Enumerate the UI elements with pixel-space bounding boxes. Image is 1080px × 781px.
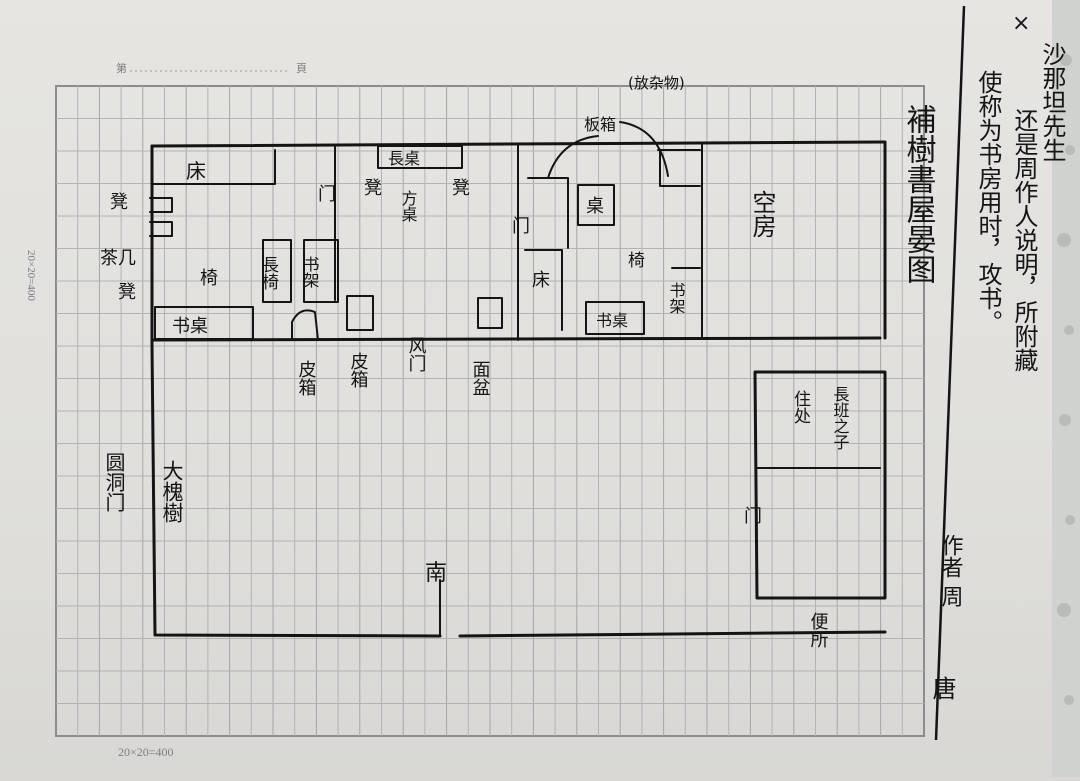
stool-right-label: 凳	[452, 178, 470, 199]
side-format-label: 20×20=400	[25, 250, 37, 301]
plan-title: 補樹書屋晏图	[901, 104, 937, 284]
chair-left-label: 椅	[200, 268, 218, 289]
trunk-label: 皮箱	[296, 360, 317, 396]
signature: 唐	[928, 676, 956, 700]
stool-mid-label: 凳	[364, 178, 382, 199]
door-c-label: 门	[744, 506, 762, 527]
residence-label: 住处	[790, 390, 811, 424]
edge-pattern	[1057, 54, 1075, 705]
wind-door-label: 风门	[406, 336, 427, 373]
desk-square-label: 桌	[586, 196, 604, 217]
door-b-label: 门	[512, 216, 530, 237]
stool-lower-label: 凳	[118, 282, 136, 303]
empty-room-label: 空房	[748, 190, 776, 238]
cross-mark: ×	[1012, 11, 1030, 36]
page-prefix-label: 第	[116, 61, 127, 75]
desk-right-label: 书桌	[596, 311, 628, 330]
note-column-4: 作者 周	[938, 534, 964, 607]
manuscript-grid	[55, 85, 925, 737]
tree-label: 大槐樹	[160, 460, 184, 523]
margin-rule	[934, 5, 966, 741]
page-suffix-label: 頁	[296, 63, 307, 75]
toilet-label: 便所	[808, 612, 829, 648]
leather-box-label: 皮箱	[348, 352, 369, 388]
south-marker-label: 南	[425, 561, 447, 586]
note-column-3: 使称为书房用时，攻书。	[974, 70, 1002, 334]
long-bench-label: 長椅	[258, 256, 279, 290]
long-class-label: 長班之子	[831, 386, 850, 450]
moon-gate-label: 圆洞门	[102, 452, 126, 512]
tea-table-label: 茶几	[100, 248, 136, 269]
square-table-label: 方桌	[399, 190, 418, 222]
bed-left-label: 床	[186, 159, 206, 183]
paper-edge-strip	[1052, 0, 1080, 777]
chair-right-label: 椅	[628, 251, 645, 271]
plan-labels: 床 凳 茶几 凳 椅 书桌 長椅 书架 门 凳 長桌 方桌 凳 皮箱 皮箱 风门…	[100, 74, 850, 648]
margin-notes: 補樹書屋晏图 × 沙那坦先生 还是周作人说明，所附藏 使称为书房用时，攻书。 作…	[901, 5, 1066, 741]
boards-label: 板箱	[584, 115, 616, 134]
bed-right-label: 床	[532, 270, 550, 291]
bookshelf-label: 书架	[301, 256, 320, 288]
long-table-label: 長桌	[388, 149, 420, 168]
stool-left-label: 凳	[110, 192, 128, 213]
desk-left-label: 书桌	[172, 316, 208, 337]
note-column-1: 沙那坦先生	[1038, 42, 1066, 162]
bottom-format-label: 20×20=400	[118, 745, 174, 759]
floor-plan	[149, 121, 887, 638]
shelf-right-label: 书架	[667, 282, 686, 314]
washbasin-label: 面盆	[470, 360, 491, 396]
note-column-2: 还是周作人说明，所附藏	[1010, 108, 1038, 372]
boards-note-label: (放杂物)	[628, 74, 685, 92]
door-a-label: 门	[318, 184, 336, 205]
